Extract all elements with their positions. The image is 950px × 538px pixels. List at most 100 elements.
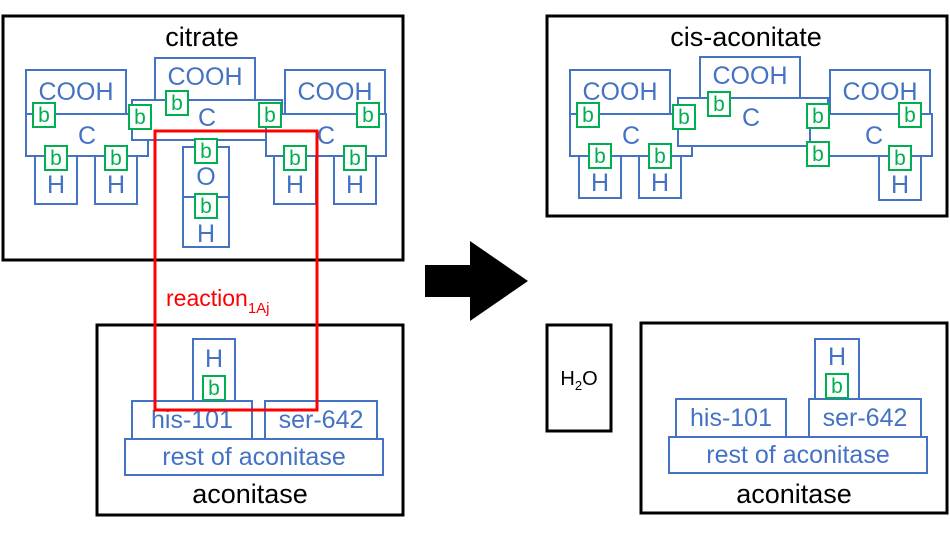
water-frame	[545, 323, 613, 433]
bond-marker	[283, 145, 307, 171]
bond-marker	[576, 102, 600, 128]
bond-label: b	[38, 104, 50, 127]
citrate-molecule: citrate C COOH H H C COOH C COOH H H O H…	[1, 14, 405, 262]
bond-marker	[194, 193, 218, 219]
bond-label: b	[110, 147, 122, 170]
bond-marker	[806, 141, 830, 167]
ser-642-label: ser-642	[823, 404, 908, 432]
hydrogen-label: H	[346, 171, 364, 199]
bond-marker	[888, 145, 912, 171]
carbon-label: C	[865, 122, 883, 150]
bond-marker	[806, 103, 830, 129]
water-h: H	[560, 368, 574, 390]
bond-marker	[104, 145, 128, 171]
bond-label: b	[894, 147, 906, 170]
cooh-label: COOH	[713, 62, 788, 90]
carbon-label: C	[317, 122, 335, 150]
bond-label: b	[678, 106, 690, 129]
citrate-frame	[1, 14, 405, 262]
reaction-subscript: 1Aj	[248, 300, 270, 317]
cooh-label: COOH	[168, 63, 243, 91]
arrow-head	[470, 241, 528, 321]
bond-marker	[343, 145, 367, 171]
bond-marker	[825, 373, 849, 399]
bond-marker	[648, 143, 672, 169]
his-101-label: his-101	[690, 404, 772, 432]
hydrogen-label: H	[651, 169, 669, 197]
his-101-box	[675, 398, 787, 438]
hydrogen-label: H	[891, 171, 909, 199]
ser-642-box	[264, 400, 378, 440]
bond-label: b	[208, 377, 220, 400]
bond-marker	[672, 104, 696, 130]
bond-label: b	[812, 143, 824, 166]
reaction-label: reaction1Aj	[166, 285, 270, 317]
cooh-label: COOH	[583, 78, 658, 106]
water-subscript: 2	[575, 378, 582, 393]
cis-aconitate-molecule: cis-aconitate C COOH H H C COOH C COOH H…	[545, 14, 949, 218]
right-arrow-icon	[425, 241, 528, 321]
hydrogen-label: H	[828, 343, 846, 371]
bond-marker	[258, 102, 282, 128]
bond-marker	[165, 90, 189, 116]
bond-marker	[707, 91, 731, 117]
bond-marker	[194, 138, 218, 164]
hydrogen-box	[182, 196, 230, 248]
bond-label: b	[50, 147, 62, 170]
cis-aconitate-frame	[545, 14, 949, 218]
reaction-frame	[153, 129, 319, 412]
bond-label: b	[289, 147, 301, 170]
bond-marker	[898, 102, 922, 128]
bond-label: b	[831, 375, 843, 398]
cooh-label: COOH	[843, 78, 918, 106]
bond-label: b	[200, 195, 212, 218]
rest-of-aconitase-box	[124, 438, 384, 476]
carbon-box	[677, 97, 829, 147]
aconitase-frame	[639, 321, 949, 515]
rest-of-aconitase-label: rest of aconitase	[162, 443, 345, 471]
carbon-label: C	[78, 122, 96, 150]
bond-marker	[32, 102, 56, 128]
hydrogen-label: H	[205, 345, 223, 373]
aconitase-product: H his-101 ser-642 rest of aconitase b ac…	[639, 321, 949, 515]
hydrogen-label: H	[591, 169, 609, 197]
bond-marker	[356, 102, 380, 128]
bond-label: b	[349, 147, 361, 170]
bond-label: b	[713, 93, 725, 116]
water-formula: H2O	[560, 368, 597, 393]
bond-label: b	[264, 104, 276, 127]
bond-label: b	[171, 92, 183, 115]
bond-label: b	[362, 104, 374, 127]
hydrogen-label: H	[47, 171, 65, 199]
hydrogen-label: H	[286, 171, 304, 199]
aconitase-title: aconitase	[736, 479, 852, 509]
bond-label: b	[904, 104, 916, 127]
bond-label: b	[812, 105, 824, 128]
bond-label: b	[134, 106, 146, 129]
carbon-label: C	[198, 104, 216, 132]
bond-label: b	[654, 145, 666, 168]
aconitase-title: aconitase	[192, 479, 308, 509]
citrate-title: citrate	[165, 22, 239, 52]
carbon-label: C	[742, 104, 760, 132]
aconitase-reactant: H his-101 ser-642 rest of aconitase b ac…	[95, 323, 405, 517]
ser-642-box	[808, 398, 922, 438]
water-o: O	[582, 368, 598, 390]
oxygen-label: O	[196, 163, 215, 191]
rest-of-aconitase-box	[668, 436, 928, 474]
rest-of-aconitase-label: rest of aconitase	[706, 441, 889, 469]
bond-label: b	[594, 145, 606, 168]
cooh-label: COOH	[298, 78, 373, 106]
bond-marker	[588, 143, 612, 169]
hydrogen-label: H	[107, 171, 125, 199]
carbon-label: C	[622, 122, 640, 150]
hydrogen-box	[333, 155, 377, 205]
bond-marker	[44, 145, 68, 171]
bond-marker	[128, 104, 152, 130]
cooh-label: COOH	[39, 78, 114, 106]
cis-aconitate-title: cis-aconitate	[670, 22, 822, 52]
bond-marker	[202, 375, 226, 401]
reaction-region: reaction1Aj	[153, 129, 319, 412]
hydrogen-label: H	[197, 220, 215, 248]
